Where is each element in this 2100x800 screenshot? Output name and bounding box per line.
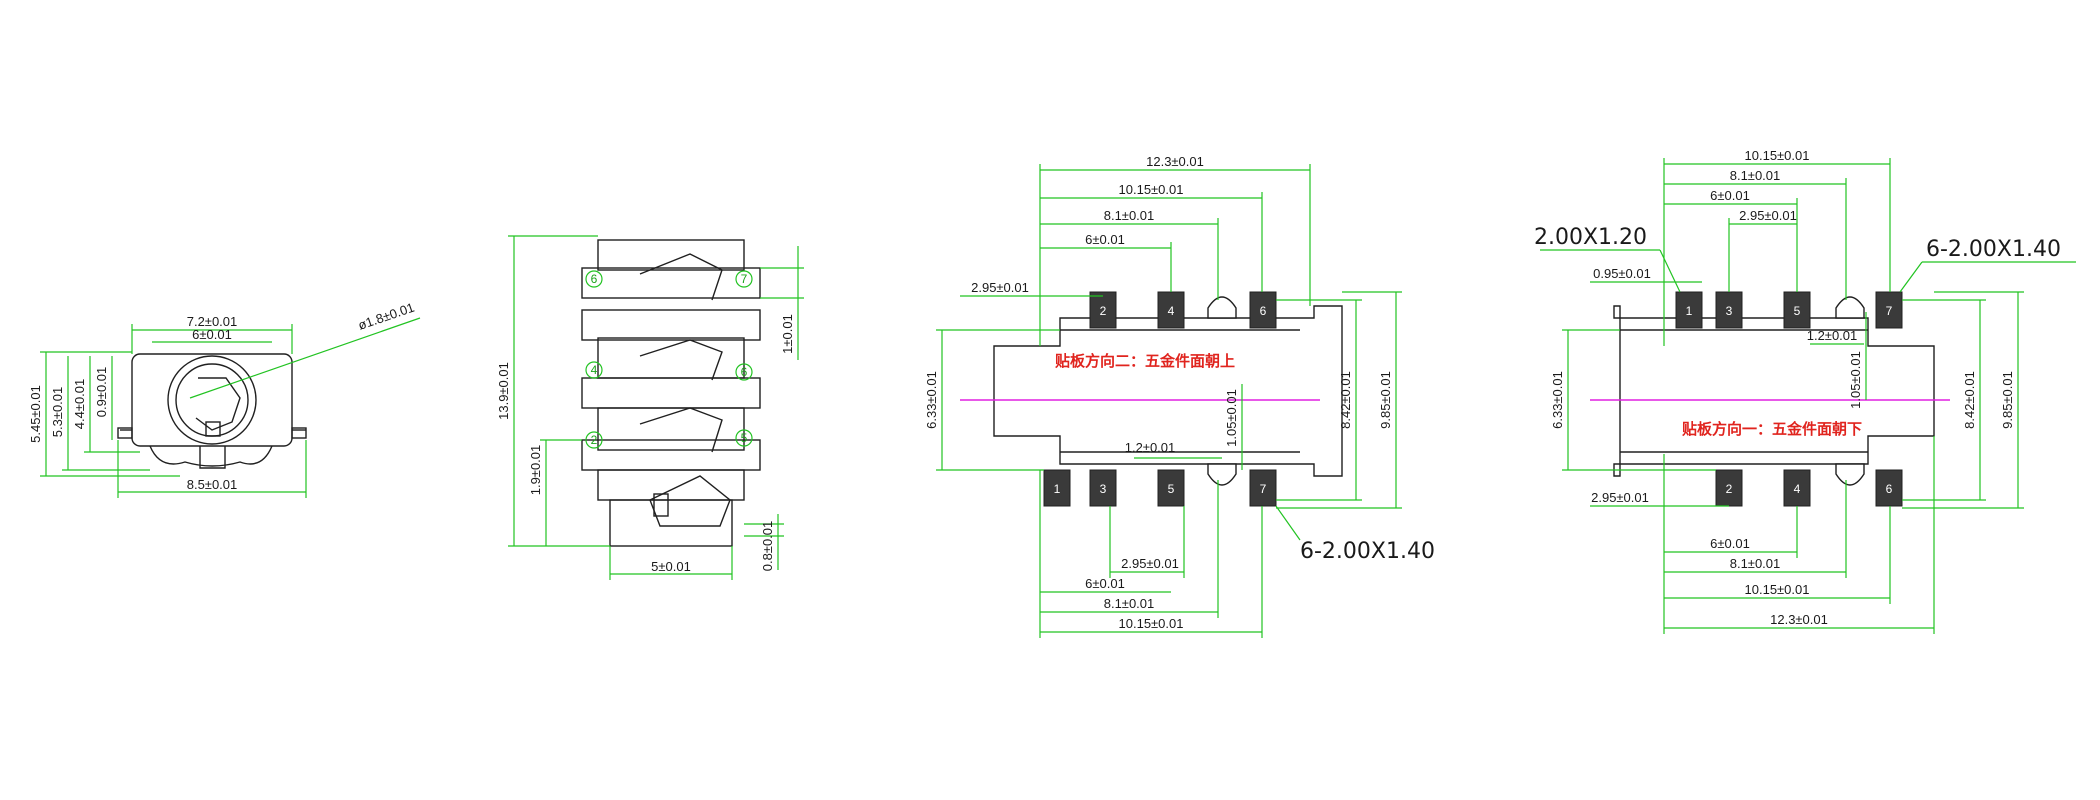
bottom-dim-985: 9.85±0.01 (2000, 371, 2015, 429)
bottom-pad-t1: 1 (1686, 304, 1693, 318)
bottom-pad-b1: 2 (1726, 482, 1733, 496)
bottom-pad-b2: 4 (1794, 482, 1801, 496)
front-hole-diameter: ø1.8±0.01 (356, 300, 416, 333)
top-pad-b1: 1 (1054, 482, 1061, 496)
top-dim-633: 6.33±0.01 (924, 371, 939, 429)
side-pin-right-1: 7 (741, 272, 748, 286)
side-total-height: 13.9±0.01 (496, 362, 511, 420)
top-pad-b3: 5 (1168, 482, 1175, 496)
side-pin-left-2: 4 (591, 363, 598, 377)
side-width-5: 5±0.01 (651, 559, 691, 574)
side-view: 6 4 2 7 6 5 13.9±0.01 1.9±0.01 5±0.01 1±… (496, 235, 804, 580)
bottom-note: 贴板方向一：五金件面朝下 (1682, 420, 1862, 438)
top-pad-t2: 4 (1168, 304, 1175, 318)
front-body (131, 353, 293, 447)
bottom-dim-633: 6.33±0.01 (1550, 371, 1565, 429)
bottom-dim-12: 1.2±0.01 (1807, 328, 1858, 343)
top-dim-842: 8.42±0.01 (1338, 371, 1353, 429)
bottom-dim-295-top: 2.95±0.01 (1739, 208, 1797, 223)
bottom-dim-6-bottom: 6±0.01 (1710, 536, 1750, 551)
top-body-outline (993, 305, 1343, 477)
top-dim-1015-bottom: 10.15±0.01 (1119, 616, 1184, 631)
top-pad-label: 6-2.00X1.40 (1300, 539, 1435, 564)
top-dim-81-bottom: 8.1±0.01 (1104, 596, 1155, 611)
side-gap-08: 0.8±0.01 (760, 521, 775, 572)
top-pad-t3: 6 (1260, 304, 1267, 318)
top-dim-6-bottom: 6±0.01 (1085, 576, 1125, 591)
top-dim-105: 1.05±0.01 (1224, 389, 1239, 447)
bottom-view: 1 3 5 7 2 4 6 贴板方向一：五金件面朝下 10.15±0.01 8.… (1534, 148, 2076, 634)
bottom-pad-label: 6-2.00X1.40 (1926, 237, 2061, 262)
bottom-dim-81-top: 8.1±0.01 (1730, 168, 1781, 183)
side-pin-left-3: 2 (591, 433, 598, 447)
top-note: 贴板方向二：五金件面朝上 (1055, 352, 1235, 370)
front-height-09: 0.9±0.01 (94, 367, 109, 418)
front-base-width: 8.5±0.01 (187, 477, 238, 492)
bottom-dim-1015-top: 10.15±0.01 (1745, 148, 1810, 163)
bottom-slot-label: 2.00X1.20 (1534, 225, 1647, 250)
front-height-545: 5.45±0.01 (28, 385, 43, 443)
side-pitch-1: 1±0.01 (780, 314, 795, 354)
bottom-pad-t2: 3 (1726, 304, 1733, 318)
side-pin-left-1: 6 (591, 272, 598, 286)
bottom-dim-1015-bottom: 10.15±0.01 (1745, 582, 1810, 597)
side-pin-right-2: 6 (741, 365, 748, 379)
bottom-dim-81-bottom: 8.1±0.01 (1730, 556, 1781, 571)
bottom-pad-b3: 6 (1886, 482, 1893, 496)
top-dim-985: 9.85±0.01 (1378, 371, 1393, 429)
bottom-dim-123: 12.3±0.01 (1770, 612, 1828, 627)
top-dim-1015-top: 10.15±0.01 (1119, 182, 1184, 197)
bottom-pad-t3: 5 (1794, 304, 1801, 318)
top-dim-12: 1.2±0.01 (1125, 440, 1176, 455)
bottom-body-outline (1613, 305, 1935, 477)
top-dim-123: 12.3±0.01 (1146, 154, 1204, 169)
front-width-outer: 7.2±0.01 (187, 314, 238, 329)
bottom-dim-095: 0.95±0.01 (1593, 266, 1651, 281)
top-pad-t1: 2 (1100, 304, 1107, 318)
top-dim-6-top: 6±0.01 (1085, 232, 1125, 247)
side-pin-right-3: 5 (741, 431, 748, 445)
bottom-pad-t4: 7 (1886, 304, 1893, 318)
side-height-19: 1.9±0.01 (528, 445, 543, 496)
jack-inner-ring (175, 363, 249, 437)
bottom-dim-842: 8.42±0.01 (1962, 371, 1977, 429)
top-pad-b4: 7 (1260, 482, 1267, 496)
bottom-dim-6-top: 6±0.01 (1710, 188, 1750, 203)
top-dim-295-left: 2.95±0.01 (971, 280, 1029, 295)
front-width-inner: 6±0.01 (192, 327, 232, 342)
front-height-53: 5.3±0.01 (50, 387, 65, 438)
front-view: 7.2±0.01 6±0.01 ø1.8±0.01 8.5±0.01 5.45±… (28, 300, 421, 498)
bottom-dim-105: 1.05±0.01 (1848, 351, 1863, 409)
front-height-44: 4.4±0.01 (72, 379, 87, 430)
bottom-dim-295-bottom: 2.95±0.01 (1591, 490, 1649, 505)
top-pad-b2: 3 (1100, 482, 1107, 496)
top-view: 2 4 6 1 3 5 7 贴板方向二：五金件面朝上 12.3±0.01 10.… (924, 154, 1435, 638)
top-dim-295-bottom: 2.95±0.01 (1121, 556, 1179, 571)
jack-outer-ring (167, 355, 257, 445)
top-dim-81-top: 8.1±0.01 (1104, 208, 1155, 223)
